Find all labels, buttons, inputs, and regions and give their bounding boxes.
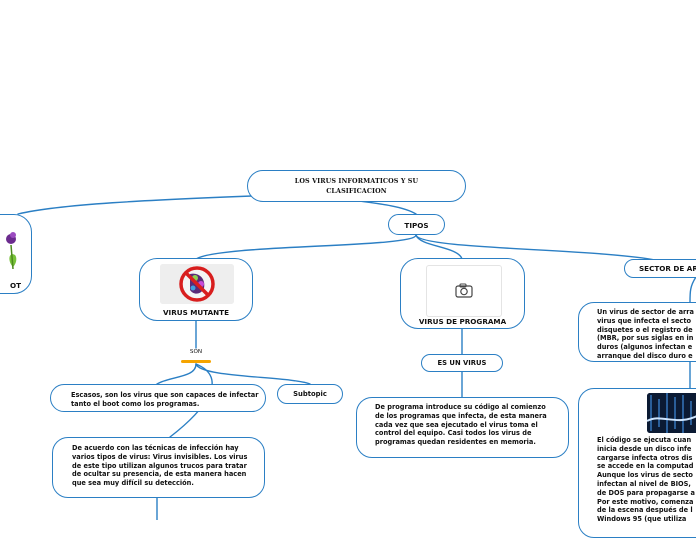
flower-image <box>0 221 17 271</box>
connector-lines <box>17 195 696 520</box>
link-root-left <box>17 195 253 215</box>
sector-arranque-node[interactable]: SECTOR DE AR <box>624 259 696 278</box>
sector-arranque-label: SECTOR DE AR <box>639 264 696 273</box>
programa-description-node[interactable]: De programa introduce su código al comie… <box>356 397 569 458</box>
camera-icon <box>455 283 473 298</box>
left-partial-label: OT <box>9 281 21 290</box>
programa-description-text: De programa introduce su código al comie… <box>375 403 547 447</box>
link-tipos-mutante <box>195 234 417 260</box>
virus-mutante-node[interactable]: VIRUS MUTANTE <box>139 258 253 321</box>
virus-programa-node[interactable]: VIRUS DE PROGRAMA <box>400 258 525 329</box>
sector-description-2-node[interactable]: El código se ejecuta cuan inicia desde u… <box>578 388 696 538</box>
subtopic-label: Subtopic <box>293 390 327 398</box>
sector-description-1-text: Un virus de sector de arra virus que inf… <box>597 308 694 360</box>
sector-description-2-text: El código se ejecuta cuan inicia desde u… <box>597 436 696 524</box>
binary-code-image <box>647 393 696 433</box>
son-connector-bar <box>181 360 211 363</box>
root-topic-title: LOS VIRUS INFORMATICOS Y SU CLASIFICACIO… <box>294 177 419 195</box>
escasos-node[interactable]: Escasos, son los virus que son capaces d… <box>50 384 266 412</box>
link-tipos-sector <box>415 234 661 262</box>
es-un-virus-node[interactable]: ES UN VIRUS <box>421 354 503 372</box>
escasos-text: Escasos, son los virus que son capaces d… <box>71 391 259 408</box>
tipos-node[interactable]: TIPOS <box>388 214 445 235</box>
programa-image-placeholder <box>426 265 502 317</box>
subtopic-node[interactable]: Subtopic <box>277 384 343 404</box>
tecnicas-node[interactable]: De acuerdo con las técnicas de infección… <box>52 437 265 498</box>
no-virus-sign-image <box>160 264 234 304</box>
root-topic-node[interactable]: LOS VIRUS INFORMATICOS Y SU CLASIFICACIO… <box>247 170 466 202</box>
link-sector-desc1 <box>689 276 696 303</box>
virus-programa-label: VIRUS DE PROGRAMA <box>418 317 507 326</box>
sector-description-1-node[interactable]: Un virus de sector de arra virus que inf… <box>578 302 696 362</box>
tipos-label: TIPOS <box>404 221 429 230</box>
link-son-escasos <box>156 363 197 385</box>
es-un-virus-label: ES UN VIRUS <box>437 359 487 367</box>
mind-map-canvas: LOS VIRUS INFORMATICOS Y SU CLASIFICACIO… <box>0 170 696 538</box>
virus-mutante-label: VIRUS MUTANTE <box>162 308 229 317</box>
left-partial-node[interactable]: OT <box>0 214 32 294</box>
link-son-subtopic <box>195 363 311 385</box>
link-tipos-programa <box>415 234 463 260</box>
son-connector-label: SON <box>189 349 203 355</box>
tecnicas-text: De acuerdo con las técnicas de infección… <box>72 444 248 488</box>
